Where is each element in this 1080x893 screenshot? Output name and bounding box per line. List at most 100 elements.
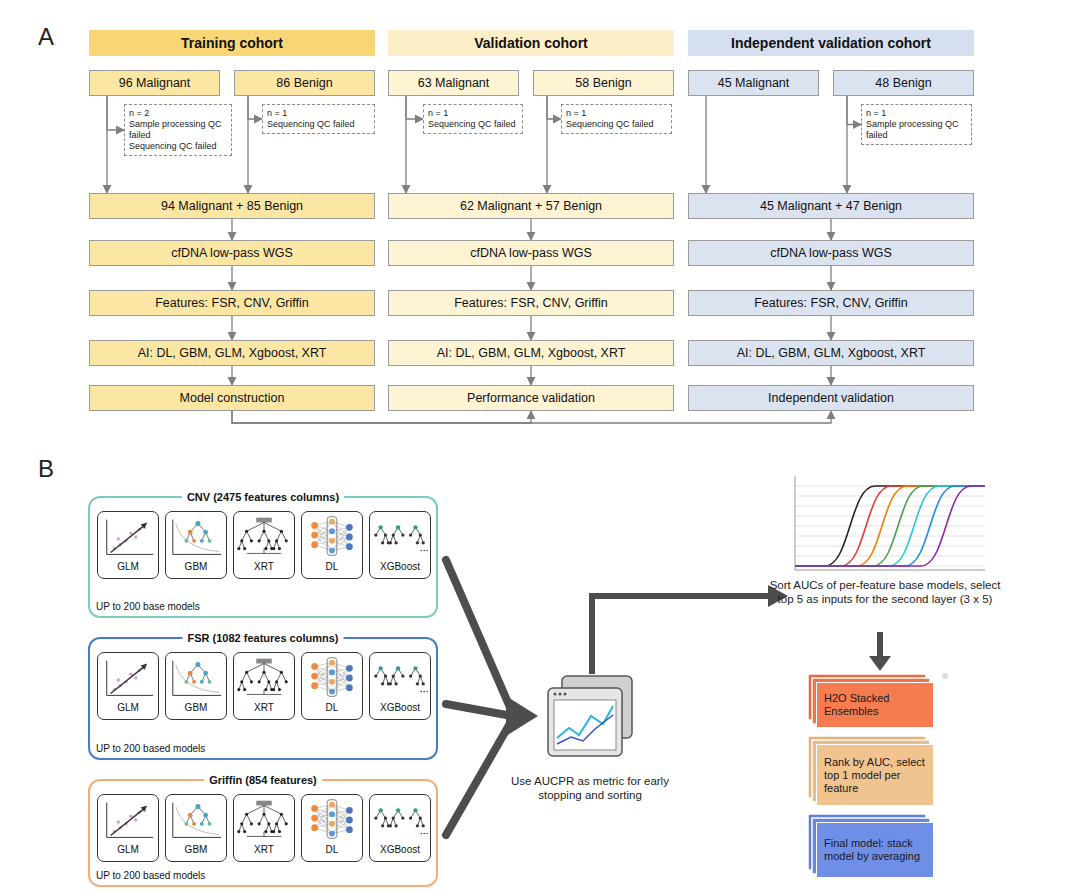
process-box: cfDNA low-pass WGS: [388, 240, 674, 266]
node-text: AI: DL, GBM, GLM, Xgboost, XRT: [737, 346, 926, 360]
auc-curve-chart: [795, 486, 985, 566]
process-box: AI: DL, GBM, GLM, Xgboost, XRT: [388, 340, 674, 366]
node-text: Sequencing QC failed: [129, 141, 227, 152]
convergence-arrow: [446, 560, 512, 712]
down-arrow: [869, 656, 891, 671]
node-text: FSR (1082 features columns): [183, 631, 344, 645]
node-text: Training cohort: [181, 35, 283, 51]
cohort-header: Independent validation cohort: [688, 30, 974, 56]
node-text: Rank by AUC, select top 1 model per feat…: [824, 756, 926, 795]
flow-arrow: [231, 316, 232, 340]
auc-curve-chart: [795, 486, 985, 566]
model-icon: [371, 798, 429, 842]
sort-arrow: [592, 596, 770, 674]
flow-arrow: [546, 96, 547, 193]
auc-curve-chart: [795, 486, 985, 566]
process-box: Features: FSR, CNV, Griffin: [89, 290, 375, 316]
model-box: GBM: [165, 794, 227, 862]
model-icon: [107, 661, 153, 696]
model-box: GLM: [97, 511, 159, 579]
model-icon: [311, 800, 353, 839]
flow-arrow: [830, 366, 831, 385]
model-box: DL: [301, 794, 363, 862]
flow-arrow: [231, 266, 232, 290]
flow-arrow: [231, 366, 232, 385]
model-icon: [237, 659, 287, 695]
model-icon: [235, 515, 293, 559]
model-box: XRT: [233, 511, 295, 579]
node-text: XRT: [234, 844, 294, 856]
sample-box: 58 Benign: [533, 70, 674, 96]
node-text: XRT: [234, 561, 294, 573]
model-icon: [173, 803, 221, 838]
auc-curve-chart: [795, 486, 985, 566]
model-box: XGBoost: [369, 794, 431, 862]
node-text: Sequencing QC failed: [566, 119, 667, 130]
convergence-arrow: [446, 720, 512, 835]
auc-curve-chart: [795, 486, 985, 566]
node-text: XRT: [234, 702, 294, 714]
model-icon: [237, 518, 287, 554]
convergence-arrow: [446, 560, 512, 835]
stack-card: Rank by AUC, select top 1 model per feat…: [816, 744, 934, 806]
feature-group-box: FSR (1082 features columns)UP to 200 bas…: [88, 637, 438, 760]
flow-arrow: [530, 219, 531, 240]
node-text: n = 1: [267, 108, 370, 119]
flow-arrow: [830, 219, 831, 240]
node-text: Features: FSR, CNV, Griffin: [454, 296, 608, 310]
result-box: Independent validation: [688, 385, 974, 411]
node-text: Validation cohort: [474, 35, 588, 51]
flow-arrow: [107, 96, 124, 130]
process-box: cfDNA low-pass WGS: [688, 240, 974, 266]
node-text: Features: FSR, CNV, Griffin: [754, 296, 908, 310]
process-box: Features: FSR, CNV, Griffin: [388, 290, 674, 316]
node-text: GBM: [166, 702, 226, 714]
model-icon: [99, 656, 157, 700]
down-arrow: [877, 632, 883, 658]
model-icon: [311, 517, 353, 556]
monitor-icon: [554, 693, 557, 696]
model-icon: [371, 515, 429, 559]
node-text: GLM: [98, 561, 158, 573]
process-box: cfDNA low-pass WGS: [89, 240, 375, 266]
convergence-arrow: [446, 704, 512, 716]
process-box: AI: DL, GBM, GLM, Xgboost, XRT: [89, 340, 375, 366]
sample-box: 96 Malignant: [89, 70, 220, 96]
node-text: cfDNA low-pass WGS: [171, 246, 293, 260]
flow-arrow: [232, 411, 831, 423]
flow-arrow: [405, 96, 406, 193]
node-text: XGBoost: [370, 702, 430, 714]
node-text: Sequencing QC failed: [267, 119, 370, 130]
qc-note-box: n = 1Sequencing QC failed: [423, 104, 523, 134]
node-text: CNV (2475 features columns): [182, 490, 344, 504]
node-text: XGBoost: [370, 561, 430, 573]
node-text: n = 1: [866, 108, 967, 119]
flow-arrow: [530, 366, 531, 385]
node-text: GBM: [166, 844, 226, 856]
faint-dot: [942, 673, 948, 679]
feature-group-box: Griffin (854 features)UP to 200 based mo…: [88, 779, 438, 887]
model-box: XGBoost: [369, 511, 431, 579]
qc-note-box: n = 1Sample processing QC failed: [861, 104, 972, 145]
node-text: Performance validation: [467, 391, 595, 405]
flow-arrow: [830, 266, 831, 290]
arrow-head: [506, 696, 538, 736]
node-text: n = 1: [566, 108, 667, 119]
flow-arrow: [846, 96, 847, 193]
node-text: DL: [302, 702, 362, 714]
model-icon: [371, 656, 429, 700]
node-text: DL: [302, 844, 362, 856]
node-text: 45 Malignant: [718, 76, 790, 90]
node-text: Griffin (854 features): [204, 773, 322, 787]
monitor-icon: [554, 700, 616, 750]
model-box: GBM: [165, 511, 227, 579]
note-text: Sort AUCs of per-feature base models, se…: [766, 578, 1004, 606]
flow-arrow: [406, 96, 423, 119]
node-text: 96 Malignant: [119, 76, 191, 90]
sample-box: 63 Malignant: [388, 70, 519, 96]
cohort-box: 62 Malignant + 57 Benign: [388, 193, 674, 219]
node-text: Features: FSR, CNV, Griffin: [155, 296, 309, 310]
cohort-header: Validation cohort: [388, 30, 674, 56]
flow-arrow: [106, 96, 107, 193]
